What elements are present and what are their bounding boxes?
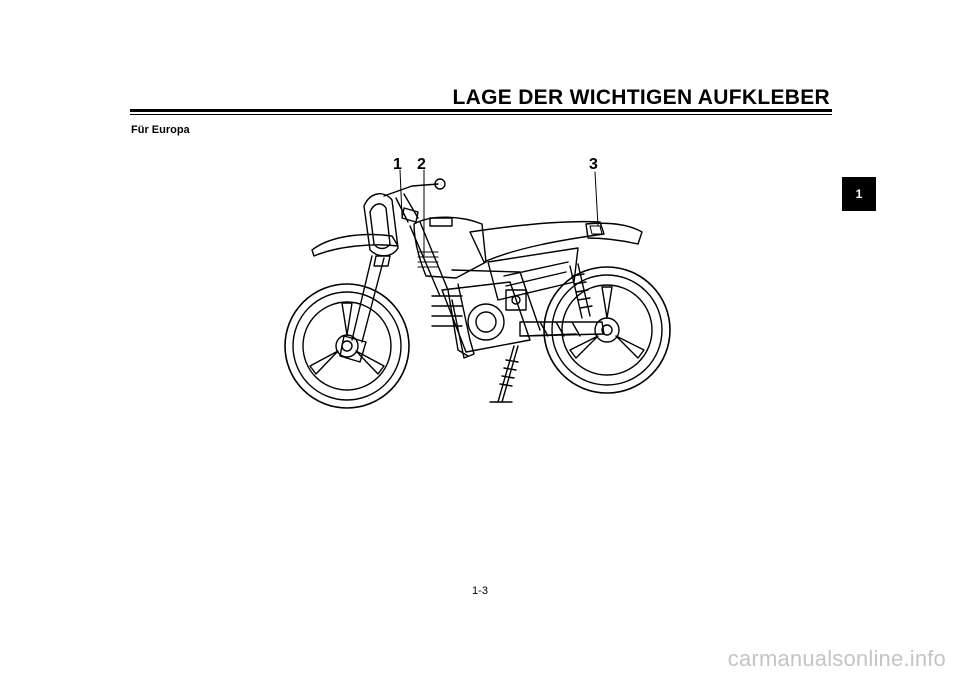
callout-2: 2 <box>417 156 426 173</box>
number-plate <box>363 193 399 257</box>
exhaust <box>451 283 475 359</box>
seat <box>469 220 605 263</box>
swing-arm <box>519 321 605 337</box>
page-title: LAGE DER WICHTIGEN AUFKLEBER <box>452 86 830 109</box>
fuel-tank-label <box>417 251 439 268</box>
front-wheel <box>284 283 410 409</box>
callout-3: 3 <box>589 156 598 173</box>
callout-3-leader <box>594 171 599 227</box>
rear-wheel <box>543 266 671 394</box>
watermark: carmanualsonline.info <box>727 646 946 671</box>
kickstand <box>497 345 519 403</box>
front-fork <box>351 255 385 343</box>
section-subtitle: Für Europa <box>131 124 190 136</box>
callout-1: 1 <box>393 156 402 173</box>
chapter-tab-label: 1 <box>855 187 863 201</box>
engine <box>431 281 531 353</box>
handlebar <box>383 183 439 197</box>
page-number: 1-3 <box>472 585 488 597</box>
callout-1-leader <box>399 169 403 217</box>
header-rule-thin <box>130 114 832 115</box>
rear-shock <box>569 263 593 319</box>
chapter-tab: 1 <box>842 177 876 211</box>
rear-label <box>589 225 603 235</box>
rear-fender <box>585 222 643 245</box>
front-fender <box>311 233 399 257</box>
header-rule-thick <box>130 109 832 112</box>
